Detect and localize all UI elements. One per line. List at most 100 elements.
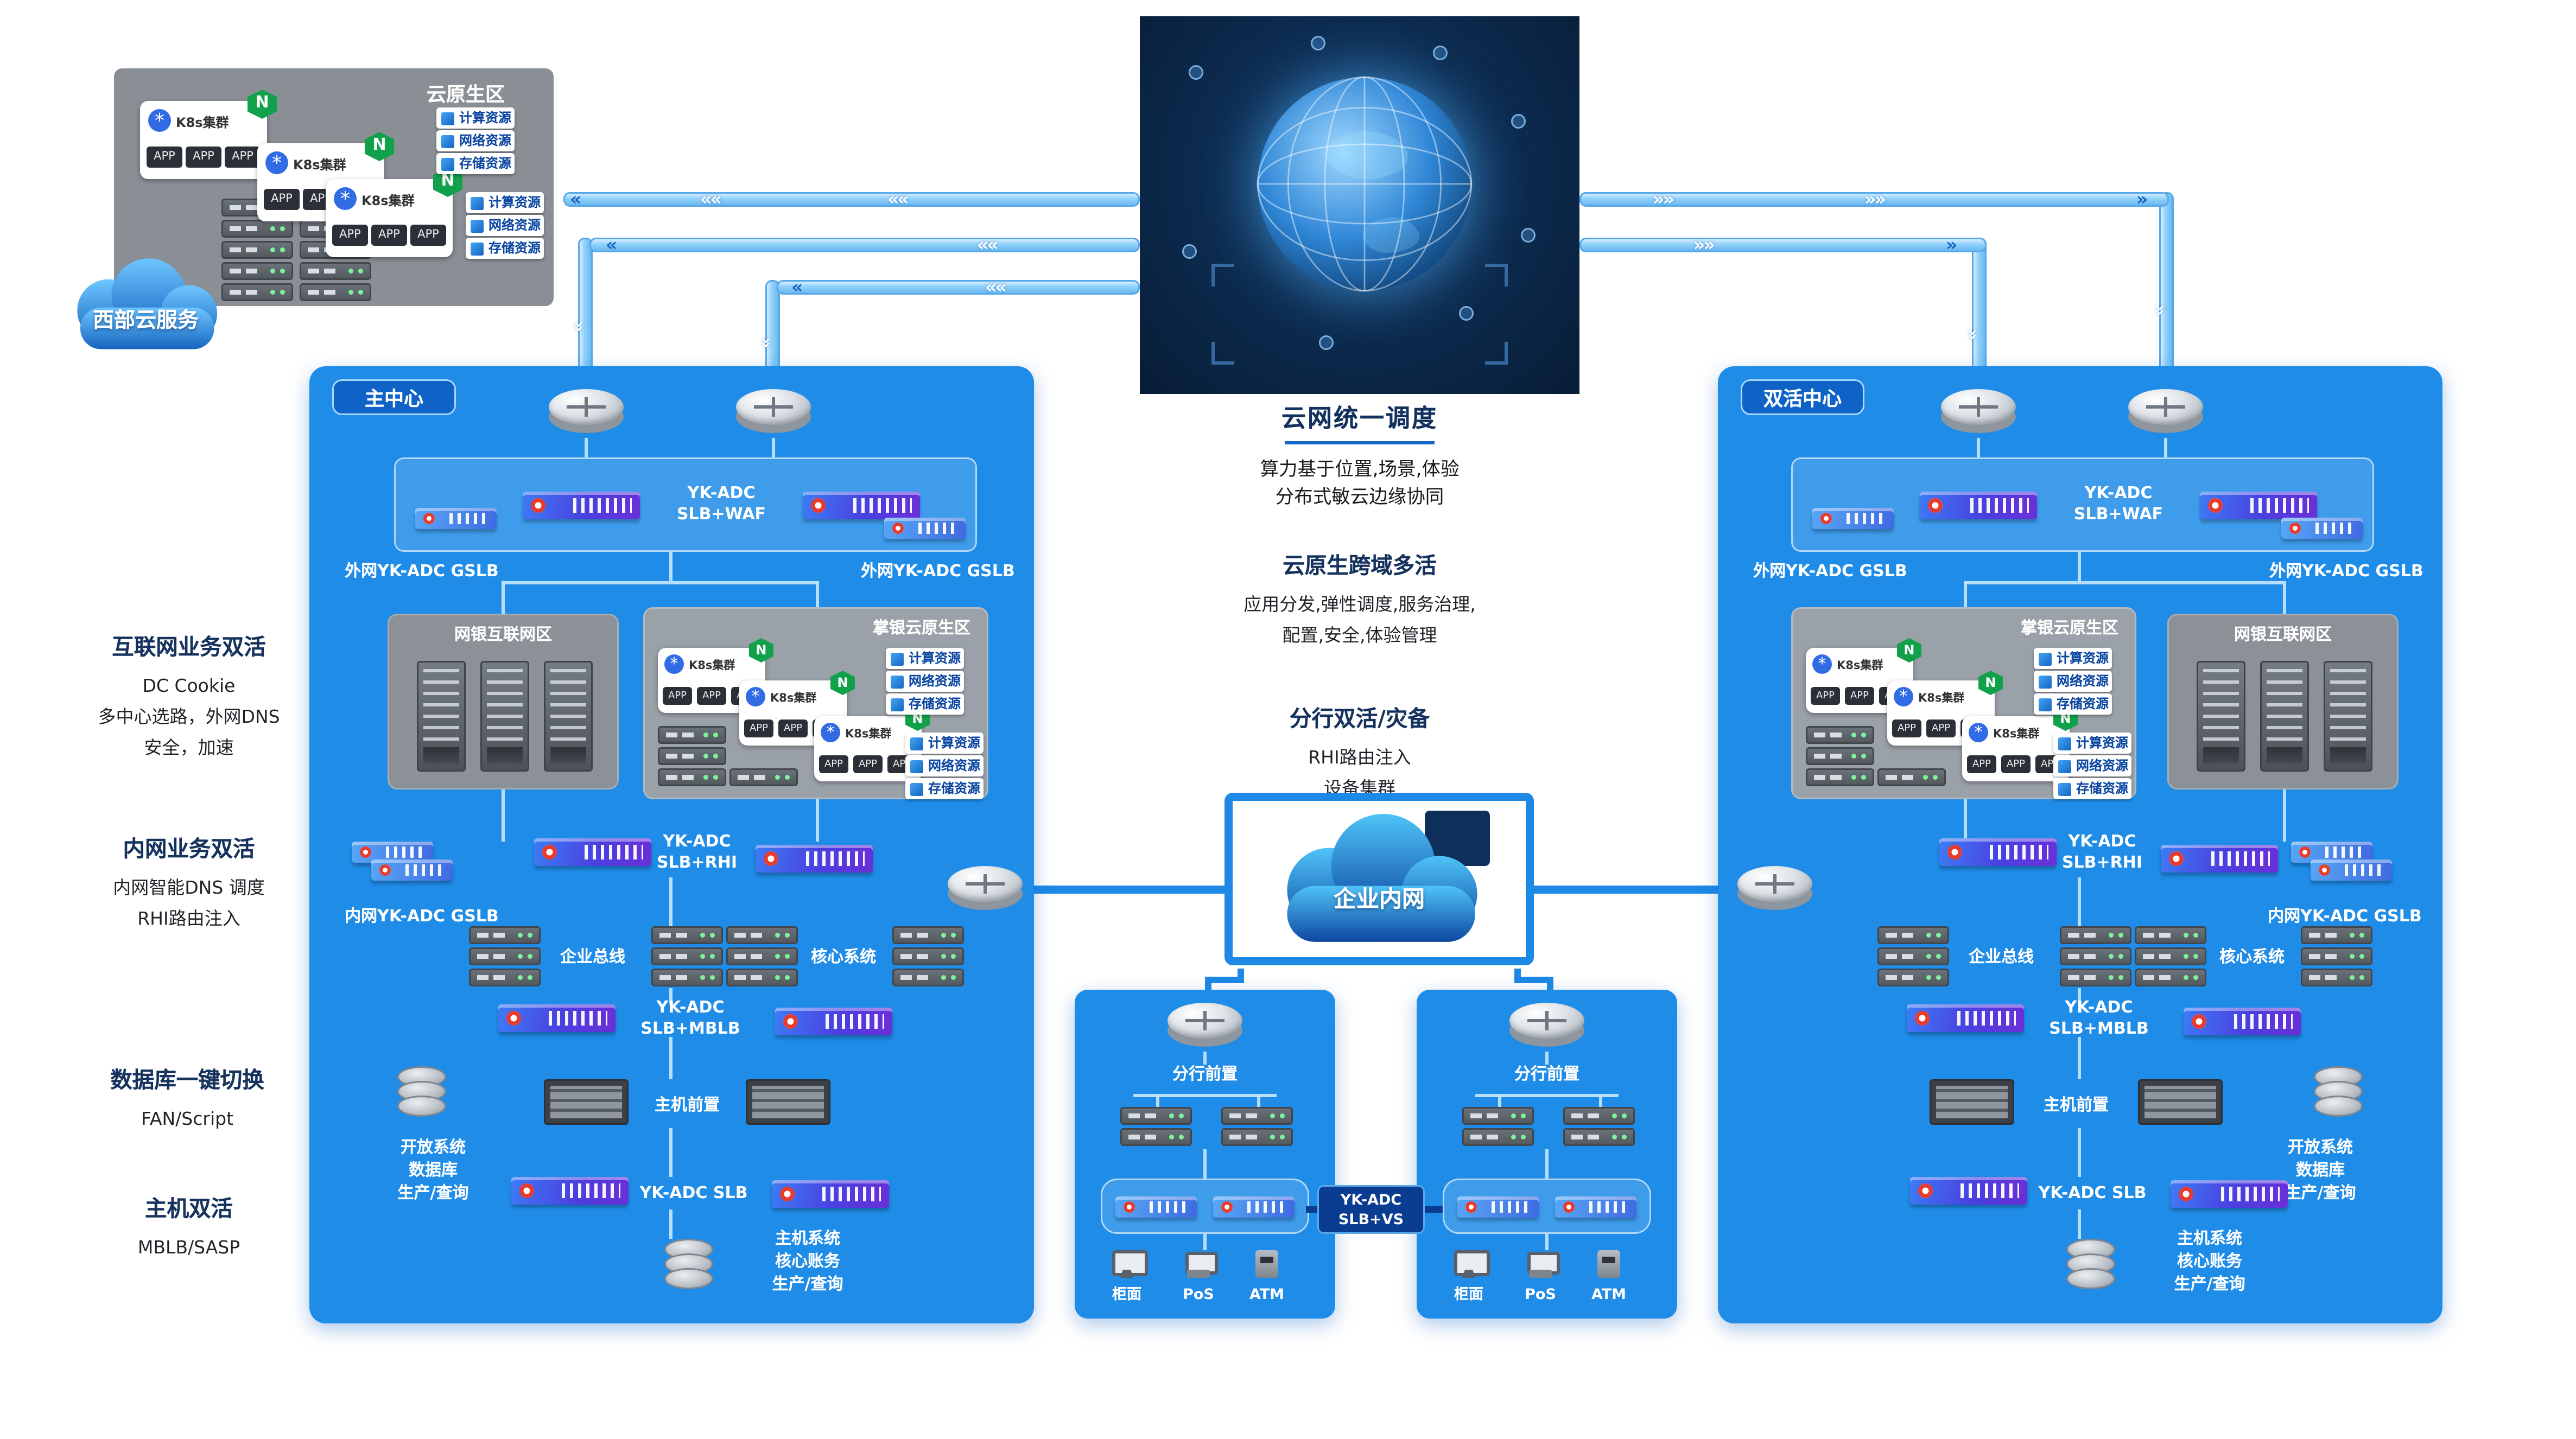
server-icon <box>892 947 964 965</box>
resource-label: 网络资源 <box>928 757 980 773</box>
connector-line <box>1964 581 1967 607</box>
connector-line <box>1545 1052 1549 1065</box>
flow-arrow-icon: »» <box>1653 189 1674 210</box>
orbit-node-icon <box>1189 65 1203 80</box>
adc-device-icon <box>803 492 920 519</box>
atm-terminal-icon <box>1592 1250 1625 1279</box>
network-pipe <box>2159 192 2174 391</box>
hub-caption: 云网统一调度 算力基于位置,场景,体验 分布式敏云边缘协同 <box>1169 400 1550 511</box>
adc-device-icon <box>884 518 966 539</box>
counter-terminal-icon <box>1452 1250 1490 1279</box>
resource-cube-icon <box>910 759 923 773</box>
adc-device-icon <box>511 1177 629 1205</box>
router-icon <box>2128 389 2203 438</box>
server-icon <box>1221 1107 1293 1125</box>
flow-arrow-icon: » <box>2136 189 2148 210</box>
resource-label: 存储资源 <box>2057 696 2109 711</box>
resource-cube-icon <box>2058 736 2071 750</box>
server-icon <box>2135 969 2206 986</box>
flow-arrow-icon: » <box>1962 328 1984 339</box>
note-line: FAN/Script <box>141 1109 234 1130</box>
app-chip: APP <box>663 687 692 705</box>
connector-line <box>1964 799 1967 842</box>
resource-label: 计算资源 <box>928 735 980 750</box>
server-icon <box>1221 1128 1293 1146</box>
rack-icon <box>2324 661 2372 772</box>
server-icon <box>1462 1128 1534 1146</box>
app-chip: APP <box>186 147 221 168</box>
router-cross <box>948 866 1023 902</box>
router-cross <box>549 389 624 425</box>
connector-line <box>1545 1149 1549 1179</box>
adc-device-icon <box>1115 1196 1197 1218</box>
server-icon <box>1806 726 1874 744</box>
frame-corner <box>1485 264 1508 286</box>
resource-label: 存储资源 <box>909 696 961 711</box>
connector-line <box>2078 1037 2081 1079</box>
server-icon <box>2301 969 2372 986</box>
note-title: 分行双活/灾备 <box>1290 706 1430 733</box>
main-center-box: 主中心 YK-ADC SLB+WAF 外网YK-ADC GSLB 外网YK-AD… <box>309 366 1034 1323</box>
branch-adc-panel <box>1101 1179 1309 1234</box>
adc-device-icon <box>1920 492 2037 519</box>
server-icon <box>2301 926 2372 944</box>
connector-line <box>502 581 819 584</box>
app-chip: APP <box>1967 755 1996 773</box>
slb-label: YK-ADC SLB <box>2038 1185 2147 1203</box>
flow-arrow-icon: « <box>570 189 581 210</box>
adc-device-icon <box>352 842 433 863</box>
slb-waf-label: YK-ADC SLB+WAF <box>2073 485 2163 524</box>
connector-line <box>1203 1234 1207 1250</box>
adc-device-icon <box>756 845 873 873</box>
adc-device-icon <box>2184 1008 2301 1035</box>
counter-label: 柜面 <box>1454 1288 1483 1304</box>
resource-label: 存储资源 <box>2076 780 2128 795</box>
note-line: 配置,安全,体验管理 <box>1282 625 1437 646</box>
server-icon <box>2060 947 2131 965</box>
k8s-cluster-label: K8s集群 <box>1918 692 1965 705</box>
resource-cube-icon <box>441 111 454 125</box>
router-icon <box>549 389 624 438</box>
connector-line <box>1031 886 1224 894</box>
flow-arrow-icon: »» <box>1693 234 1715 256</box>
k8s-cluster-card: K8s集群 APP APP APP <box>326 168 462 257</box>
server-icon <box>726 947 798 965</box>
router-icon <box>1509 1003 1584 1052</box>
adc-device-icon <box>523 492 640 519</box>
server-icon <box>1462 1107 1534 1125</box>
network-pipe <box>1579 238 1987 252</box>
connector-line <box>502 581 505 614</box>
pos-label: PoS <box>1183 1288 1214 1304</box>
atm-label: ATM <box>1249 1288 1285 1304</box>
zone-title: 网银互联网区 <box>2234 627 2332 645</box>
app-chip: APP <box>1845 687 1874 705</box>
host-system-label: 主机系统 核心账务 生产/查询 <box>2174 1231 2245 1294</box>
server-icon <box>651 947 723 965</box>
cloud-shape <box>77 258 218 349</box>
network-resource-chip: 网络资源 <box>436 130 515 151</box>
server-icon <box>221 283 293 301</box>
server-icon <box>729 768 798 786</box>
k8s-cluster-card: K8s集群 APP APP APP <box>1962 706 2078 781</box>
rack-icon <box>417 661 466 772</box>
slb-mblb-label: YK-ADC SLB+MBLB <box>2049 999 2149 1039</box>
server-icon <box>2060 926 2131 944</box>
connector-line <box>1514 977 1553 983</box>
flow-arrow-icon: »» <box>1864 189 1886 210</box>
note-intranet-dualactive: 内网业务双活 内网智能DNS 调度 RHI路由注入 <box>59 830 319 934</box>
network-pipe <box>589 238 1140 252</box>
flow-arrow-icon: «« <box>887 189 909 210</box>
adc-device-icon <box>772 1180 889 1208</box>
note-line: 内网智能DNS 调度 <box>113 877 265 899</box>
west-cloud-label: 西部云服务 <box>92 309 199 334</box>
network-resource-chip: 网络资源 <box>2034 671 2112 692</box>
server-icon <box>892 969 964 986</box>
connector-line <box>1599 1094 1602 1107</box>
app-chip: APP <box>1926 720 1956 737</box>
server-icon <box>1120 1107 1192 1125</box>
database-icon <box>2314 1066 2363 1117</box>
database-icon <box>2066 1239 2115 1289</box>
server-icon <box>1806 747 1874 765</box>
k8s-icon <box>265 151 288 174</box>
nginx-icon <box>830 671 855 695</box>
